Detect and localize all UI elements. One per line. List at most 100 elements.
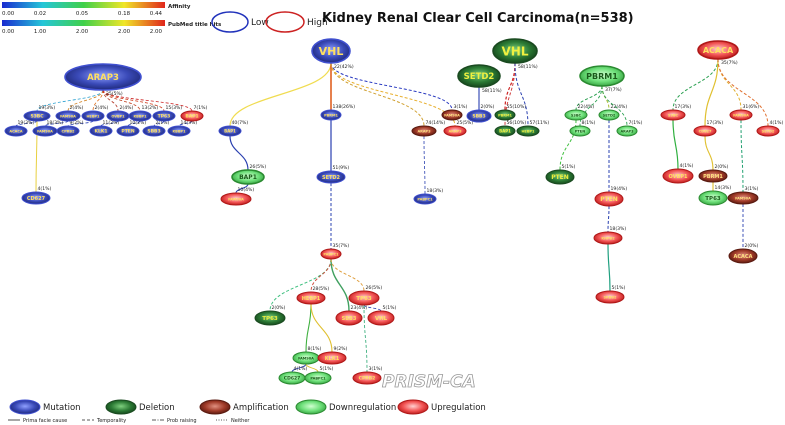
node-arap3_v2[interactable]: ARAP3 [443,125,467,137]
downregulation-node-shape [564,109,588,121]
node-bap1_2[interactable]: BAP1 [494,125,516,137]
node-tp63_c[interactable]: TP63 [698,190,728,206]
node-pbrm1_2[interactable]: PBRM1 [494,109,516,121]
node-hebp_a[interactable]: HEBP1 [81,110,105,122]
node-setd2[interactable]: SETD2 [457,64,501,88]
node-fam_c[interactable]: FAM90A [729,109,753,121]
node-klk1_v[interactable]: KLK1 [317,351,347,365]
edge-tp63_v2-to-vhl_v [363,304,382,312]
edge-label: 9(2%) [70,120,84,126]
edge-label: 10(4%) [238,187,255,193]
node-setd2_p[interactable]: SETD2 [598,109,620,121]
mutation-node-shape [128,110,152,122]
node-hebp1_v[interactable]: HEBP1 [296,291,326,305]
node-pbrm1_v[interactable]: PBRM1 [320,109,342,121]
edge-label: 5(1%) [383,305,397,311]
node-acaca_a[interactable]: ACACA [4,125,28,137]
node-label: OVBP1 [111,114,125,118]
mutation-node-shape [56,125,80,137]
edge-bap1_v-to-bap1_v2 [229,135,249,171]
low-ring-icon [211,11,249,33]
node-arap_p[interactable]: ARAP3 [616,125,638,137]
node-cd627_c[interactable]: CD627 [693,125,717,137]
node-label: PBRM1 [586,72,618,81]
node-s3bc_a[interactable]: S3BC [23,110,51,122]
edge-pbrm1-to-s3bc_p [575,85,603,111]
node-label: ARAP3 [87,73,119,83]
node-arap3[interactable]: ARAP3 [64,63,142,91]
edge-tp63_a-to-sbb3_a [153,120,165,127]
node-tp63_a[interactable]: TP63 [152,110,176,122]
upregulation-node-shape [697,40,739,60]
diagram-title: Kidney Renal Clear Cell Carcinoma(n=538) [322,11,634,26]
node-klk1_a[interactable]: KLK1 [89,125,113,137]
node-fam_c2[interactable]: FAM90A [727,191,759,205]
node-cprb_a[interactable]: CPRB2 [56,125,80,137]
node-setd2_c[interactable]: SETD2 [756,125,780,137]
node-vhl_v[interactable]: VHL [367,310,395,326]
node-skbb_p[interactable]: SKBB2 [595,290,625,304]
edge-label: 2(0%) [745,243,759,249]
root-edge-label: 22(42%) [334,64,354,70]
edge-label: 56(10%) [507,120,527,126]
edge-acaca-to-fam_c [717,58,742,111]
node-cprb2_v[interactable]: CPRB2 [352,371,382,385]
node-khpb_p[interactable]: KHPB2 [593,231,623,245]
node-sbb3_v[interactable]: SBB3 [335,310,363,326]
edge-label: 3(1%) [369,366,383,372]
node-vhl2[interactable]: VHL [492,38,538,64]
edge-hebp_a-to-cprb_a [67,120,94,127]
node-pbrm1_c[interactable]: PBRM1 [698,169,728,183]
node-ptpn_p[interactable]: PTEN [569,125,591,137]
node-bap1_v[interactable]: BAP1 [218,125,242,137]
node-pabpc1_v[interactable]: PABPC1 [320,248,342,260]
node-setd2_v[interactable]: SETD2 [316,170,346,184]
node-label: PBRM1 [703,174,723,180]
node-label: FAM90A [735,196,751,200]
node-s3bc_p[interactable]: S3BC [564,109,588,121]
edge-label: 18(3%) [427,188,444,194]
node-sbb3_s[interactable]: SBB3 [466,109,492,123]
node-fam_v[interactable]: FAM90A [220,192,252,206]
node-bap1_v2[interactable]: BAP1 [231,169,265,185]
node-pten_p[interactable]: PTEN [545,169,575,185]
node-arap3_v[interactable]: ARAP3 [411,125,437,137]
node-bap1_a[interactable]: BAP1 [180,110,204,122]
node-fam_v2[interactable]: FAM90A [441,109,463,121]
node-pten_p2[interactable]: PTEN [594,191,624,207]
node-kbbp_a[interactable]: KBBP1 [128,110,152,122]
node-acaca[interactable]: ACACA [697,40,739,60]
edge-label: 19(3%) [39,105,56,111]
node-label: CD627 [27,196,46,202]
node-cd627[interactable]: CD627 [21,191,51,205]
node-pbrm1[interactable]: PBRM1 [579,65,625,87]
deletion-node-shape [494,109,516,121]
node-ovbp_a[interactable]: OVBP1 [106,110,130,122]
node-tp63_v2[interactable]: TP63 [348,290,380,306]
node-kbbp2_a[interactable]: KBBP1 [167,125,191,137]
node-tp63_v[interactable]: TP63 [254,310,286,326]
pubmed-tick-label: 2.00 [150,29,163,35]
node-s3bc_c[interactable]: S3BC [660,109,686,121]
node-fam_v3[interactable]: FAM90A [292,351,320,365]
node-fam2_a[interactable]: FAM90A [32,125,58,137]
node-pten_a[interactable]: PTEN [116,125,140,137]
node-acaca_c[interactable]: ACACA [728,248,758,264]
node-vhl[interactable]: VHL [311,38,351,64]
node-hebp1_2[interactable]: HEBP1 [516,125,540,137]
node-pabpc1_v3[interactable]: PABPC1 [304,371,332,385]
edge-label: 5(1%) [612,285,626,291]
node-pabpc1_v2[interactable]: PABPC1 [413,193,437,205]
node-sbb3_a[interactable]: SBB3 [142,125,166,137]
upregulation-node-shape [660,109,686,121]
node-ovbp1_c[interactable]: OVBP1 [662,168,694,184]
downregulation-node-shape [698,190,728,206]
node-label: FAM90A [298,356,314,360]
node-cd627_v[interactable]: CD627 [278,371,306,385]
node-fam_a[interactable]: FAM90A [55,110,81,122]
upregulation-legend-icon [397,399,429,415]
edge-label: 40(7%) [232,120,249,126]
